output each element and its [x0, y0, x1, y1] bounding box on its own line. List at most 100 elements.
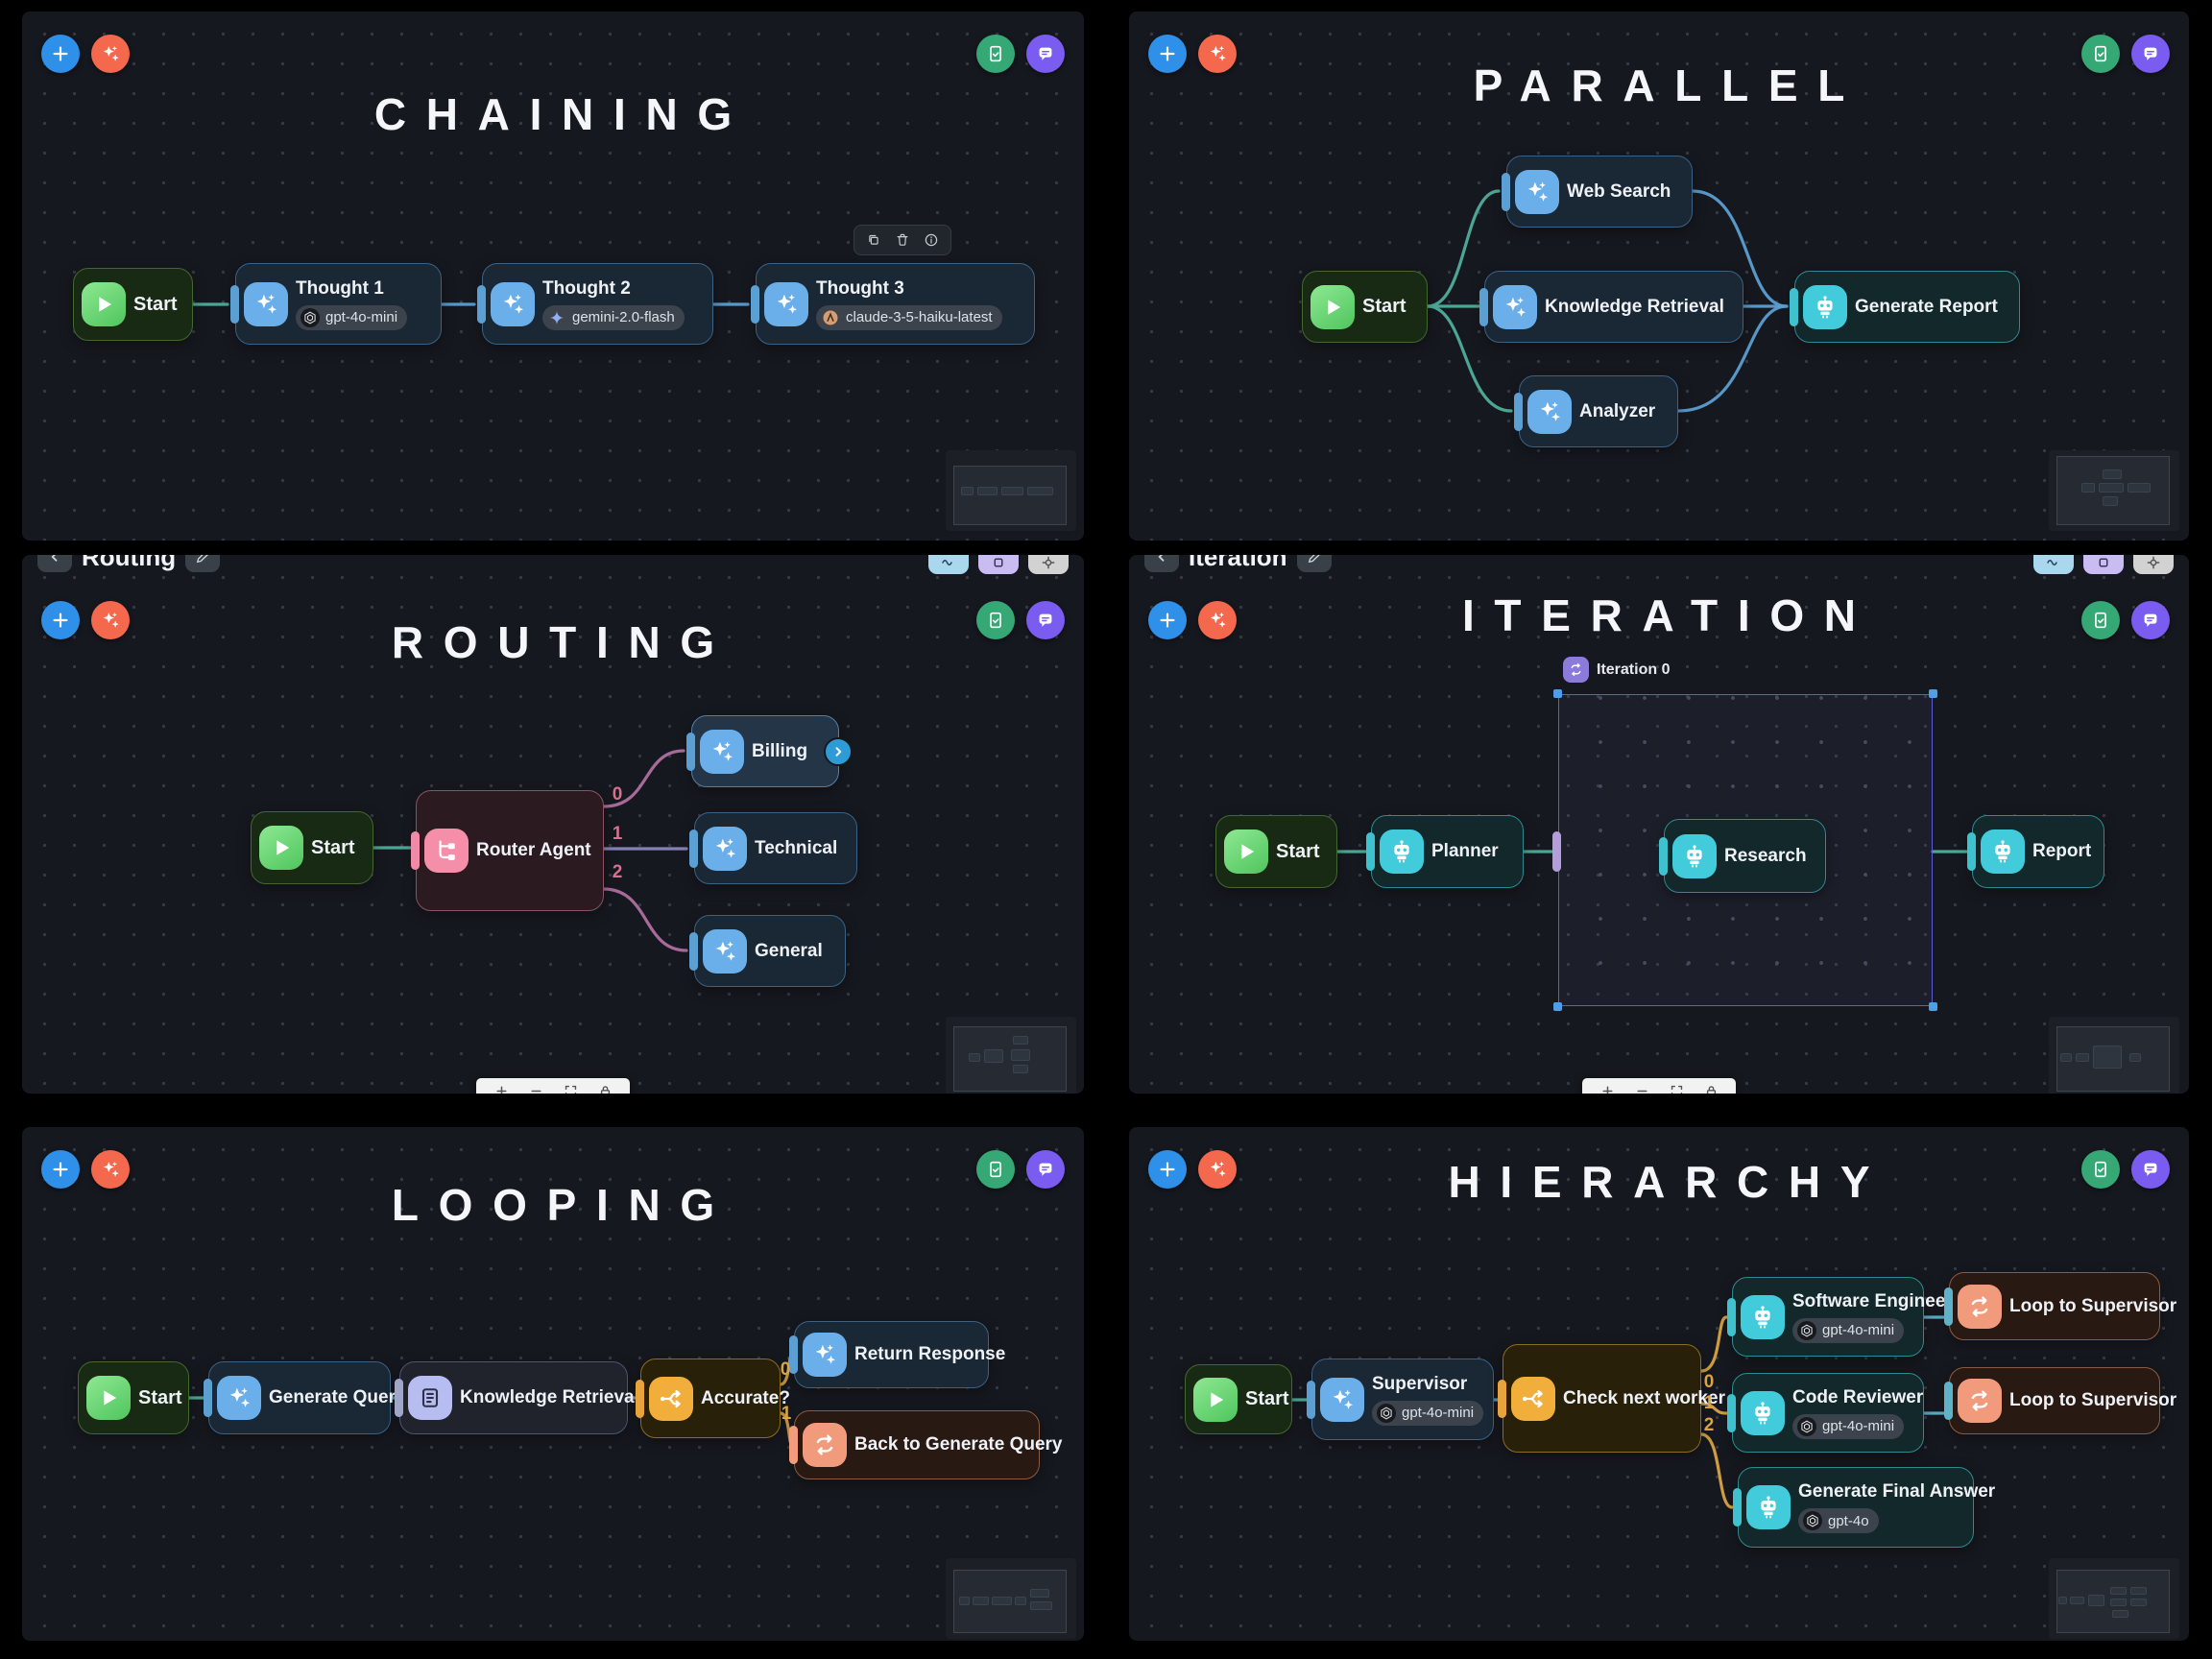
input-handle[interactable]	[1727, 1297, 1736, 1336]
node-knowledge-retrieval[interactable]: Knowledge Retrieval	[1479, 271, 1743, 343]
node-loop-to-supervisor-1[interactable]: Loop to Supervisor	[1944, 1272, 2176, 1340]
input-handle[interactable]	[477, 284, 486, 324]
node-start[interactable]: Start	[73, 268, 193, 341]
activity-button[interactable]	[2033, 555, 2074, 574]
expand-node-button[interactable]	[824, 736, 853, 766]
node-report[interactable]: Report	[1967, 815, 2104, 888]
chat-button[interactable]	[1026, 35, 1065, 73]
chat-button[interactable]	[2131, 35, 2170, 73]
input-handle[interactable]	[1967, 832, 1976, 871]
back-button[interactable]	[37, 555, 72, 572]
group-input-handle[interactable]	[1552, 831, 1561, 872]
duplicate-node-button[interactable]	[864, 230, 883, 250]
input-handle[interactable]	[1502, 172, 1510, 211]
node-billing[interactable]: Billing	[686, 715, 853, 787]
zoom-out-button[interactable]	[1631, 1080, 1652, 1094]
node-generate-report[interactable]: Generate Report	[1790, 271, 2020, 343]
input-handle[interactable]	[689, 829, 698, 868]
node-general[interactable]: General	[689, 915, 846, 987]
input-handle[interactable]	[1479, 287, 1488, 326]
input-handle[interactable]	[1307, 1380, 1315, 1419]
node-start[interactable]: Start	[1302, 271, 1428, 343]
input-handle[interactable]	[1498, 1379, 1506, 1418]
input-handle[interactable]	[636, 1379, 644, 1418]
input-handle[interactable]	[686, 732, 695, 771]
group-resize-handle[interactable]	[1553, 1002, 1562, 1011]
node-web-search[interactable]: Web Search	[1502, 156, 1693, 228]
add-node-button[interactable]	[1148, 35, 1187, 73]
minimap[interactable]	[946, 1017, 1076, 1094]
back-button[interactable]	[1144, 555, 1179, 572]
node-start[interactable]: Start	[1215, 815, 1337, 888]
node-loop-to-supervisor-2[interactable]: Loop to Supervisor	[1944, 1367, 2176, 1434]
zoom-out-button[interactable]	[525, 1080, 546, 1094]
group-resize-handle[interactable]	[1929, 1002, 1937, 1011]
settings-button[interactable]	[1028, 555, 1069, 574]
node-generate-query[interactable]: Generate Query	[204, 1361, 406, 1434]
minimap[interactable]	[946, 1558, 1076, 1639]
zoom-in-button[interactable]	[1597, 1080, 1618, 1094]
input-handle[interactable]	[395, 1379, 403, 1417]
group-resize-handle[interactable]	[1553, 689, 1562, 698]
node-research[interactable]: Research	[1659, 819, 1826, 893]
node-accurate[interactable]: Accurate?	[636, 1358, 790, 1438]
lock-button[interactable]	[1700, 1080, 1721, 1094]
group-resize-handle[interactable]	[1929, 689, 1937, 698]
node-start[interactable]: Start	[1185, 1364, 1292, 1434]
chat-button[interactable]	[1026, 601, 1065, 639]
export-checklist-button[interactable]	[2081, 35, 2120, 73]
export-checklist-button[interactable]	[976, 1150, 1015, 1189]
export-checklist-button[interactable]	[976, 35, 1015, 73]
minimap-viewport[interactable]	[953, 466, 1067, 525]
minimap[interactable]	[2049, 450, 2179, 531]
input-handle[interactable]	[1514, 392, 1523, 431]
edit-title-button[interactable]	[185, 555, 221, 572]
node-check-next-worker[interactable]: Check next worker	[1498, 1344, 1725, 1453]
input-handle[interactable]	[689, 931, 698, 971]
ai-assistant-button[interactable]	[1198, 35, 1237, 73]
minimap[interactable]	[2049, 1558, 2179, 1639]
input-handle[interactable]	[230, 284, 239, 324]
ai-assistant-button[interactable]	[1198, 601, 1237, 639]
export-checklist-button[interactable]	[2081, 1150, 2120, 1189]
input-handle[interactable]	[1366, 832, 1375, 871]
add-node-button[interactable]	[1148, 601, 1187, 639]
node-knowledge-retrieval[interactable]: Knowledge Retrieval	[395, 1361, 639, 1434]
minimap[interactable]	[946, 450, 1076, 531]
ai-assistant-button[interactable]	[1198, 1150, 1237, 1189]
delete-node-button[interactable]	[893, 230, 912, 250]
node-analyzer[interactable]: Analyzer	[1514, 375, 1678, 447]
activity-button[interactable]	[928, 555, 969, 574]
input-handle[interactable]	[1944, 1286, 1953, 1326]
settings-button[interactable]	[2133, 555, 2174, 574]
minimap-viewport[interactable]	[2056, 1026, 2170, 1092]
ai-assistant-button[interactable]	[91, 601, 130, 639]
minimap[interactable]	[2049, 1017, 2179, 1094]
zoom-in-button[interactable]	[491, 1080, 512, 1094]
chat-button[interactable]	[1026, 1150, 1065, 1189]
node-start[interactable]: Start	[78, 1361, 189, 1434]
input-handle[interactable]	[1733, 1488, 1742, 1527]
export-checklist-button[interactable]	[976, 601, 1015, 639]
lock-button[interactable]	[594, 1080, 615, 1094]
node-return-response[interactable]: Return Response	[789, 1321, 1005, 1388]
input-handle[interactable]	[751, 284, 759, 324]
node-router-agent[interactable]: Router Agent	[411, 790, 604, 911]
input-handle[interactable]	[1944, 1382, 1953, 1420]
input-handle[interactable]	[789, 1335, 798, 1374]
edit-title-button[interactable]	[1296, 555, 1332, 572]
export-checklist-button[interactable]	[2081, 601, 2120, 639]
panel-button[interactable]	[2083, 555, 2124, 574]
add-node-button[interactable]	[41, 601, 80, 639]
input-handle[interactable]	[1727, 1393, 1736, 1432]
input-handle[interactable]	[789, 1426, 798, 1464]
